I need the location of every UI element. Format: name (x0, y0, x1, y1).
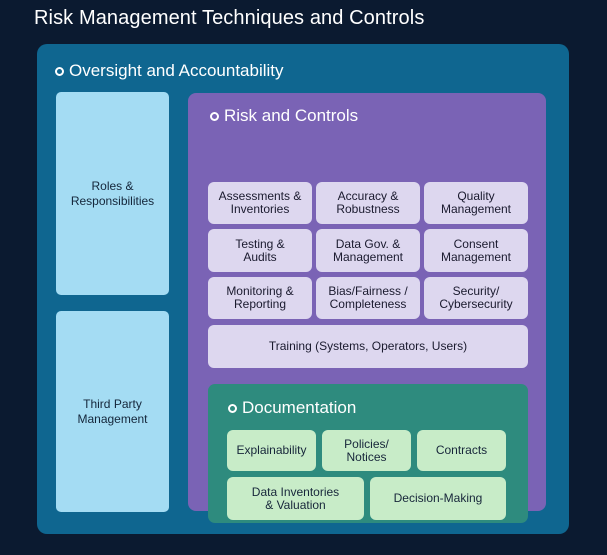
risk-item-consent: Consent Management (424, 229, 528, 272)
doc-item-policies: Policies/ Notices (322, 430, 411, 471)
roles-box: Roles & Responsibilities (56, 92, 169, 295)
risk-heading: Risk and Controls (210, 106, 358, 126)
risk-item-data-gov: Data Gov. & Management (316, 229, 420, 272)
risk-item-accuracy: Accuracy & Robustness (316, 182, 420, 224)
risk-item-training: Training (Systems, Operators, Users) (208, 325, 528, 368)
documentation-section: Documentation Explainability Policies/ N… (208, 384, 528, 523)
third-party-box: Third Party Management (56, 311, 169, 512)
doc-item-explainability: Explainability (227, 430, 316, 471)
oversight-section: Oversight and Accountability Roles & Res… (37, 44, 569, 534)
risk-title: Risk and Controls (224, 106, 359, 125)
oversight-title: Oversight and Accountability (69, 61, 284, 80)
bullet-icon (55, 66, 64, 76)
documentation-heading: Documentation (228, 398, 356, 418)
doc-item-contracts: Contracts (417, 430, 506, 471)
risk-controls-section: Risk and Controls Assessments & Inventor… (188, 93, 546, 523)
risk-item-monitoring: Monitoring & Reporting (208, 277, 312, 319)
risk-item-bias: Bias/Fairness / Completeness (316, 277, 420, 319)
documentation-title: Documentation (242, 398, 357, 417)
doc-item-decision-making: Decision-Making (370, 477, 506, 520)
bullet-icon (228, 403, 237, 413)
bullet-icon (210, 111, 219, 121)
risk-item-security: Security/ Cybersecurity (424, 277, 528, 319)
doc-item-data-inventories: Data Inventories & Valuation (227, 477, 364, 520)
oversight-heading: Oversight and Accountability (55, 61, 284, 81)
page-title: Risk Management Techniques and Controls (34, 7, 425, 29)
risk-item-quality: Quality Management (424, 182, 528, 224)
risk-item-testing: Testing & Audits (208, 229, 312, 272)
risk-item-assessments: Assessments & Inventories (208, 182, 312, 224)
